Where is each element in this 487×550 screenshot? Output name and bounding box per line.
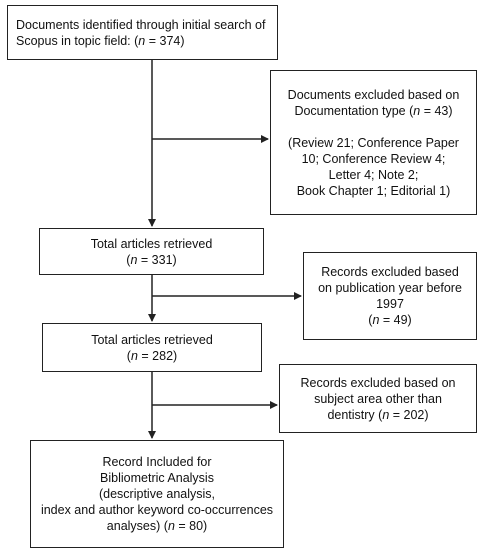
retrieved-331-box: Total articles retrieved (n = 331) — [39, 228, 264, 275]
excluded-type-line2: Documentation type (n = 43) — [294, 103, 453, 118]
retrieved2-line1: Total articles retrieved — [91, 332, 213, 347]
included-box: Record Included for Bibliometric Analysi… — [30, 440, 284, 548]
excluded-type-line1: Documents excluded based on — [287, 87, 460, 102]
initial-search-box: Documents identified through initial sea… — [7, 5, 278, 60]
retrieved1-line2: (n = 331) — [126, 252, 177, 267]
excluded-year-line3: 1997 — [376, 297, 404, 311]
excluded-type-box: Documents excluded based on Documentatio… — [270, 70, 477, 215]
excluded-type-detail3: Letter 4; Note 2; — [328, 167, 419, 182]
excluded-subject-box: Records excluded based on subject area o… — [279, 364, 477, 433]
excluded-subject-line2: subject area other than — [314, 391, 442, 406]
excluded-year-line1: Records excluded based — [321, 265, 459, 279]
excluded-type-detail4: Book Chapter 1; Editorial 1) — [296, 183, 451, 198]
excluded-year-box: Records excluded based on publication ye… — [303, 252, 477, 340]
retrieved2-line2: (n = 282) — [126, 348, 178, 363]
excluded-year-line4: (n = 49) — [368, 313, 412, 327]
excluded-type-detail2: 10; Conference Review 4; — [301, 151, 446, 166]
excluded-year-line2: on publication year before — [318, 281, 462, 295]
retrieved-282-box: Total articles retrieved (n = 282) — [42, 323, 262, 372]
included-line1: Record Included for — [102, 455, 212, 469]
included-line2: Bibliometric Analysis — [100, 471, 214, 485]
excluded-type-detail1: (Review 21; Conference Paper — [288, 135, 459, 150]
spacer — [271, 119, 476, 135]
initial-line1: Documents identified through initial sea… — [16, 17, 266, 32]
included-line5: analyses) (n = 80) — [106, 519, 208, 533]
retrieved1-line1: Total articles retrieved — [90, 236, 213, 251]
excluded-subject-line3: dentistry (n = 202) — [327, 407, 429, 422]
included-line4: index and author keyword co-occurrences — [40, 503, 274, 517]
initial-line2: Scopus in topic field: (n = 374) — [16, 33, 185, 48]
included-line3: (descriptive analysis, — [98, 487, 215, 501]
excluded-subject-line1: Records excluded based on — [300, 375, 456, 390]
